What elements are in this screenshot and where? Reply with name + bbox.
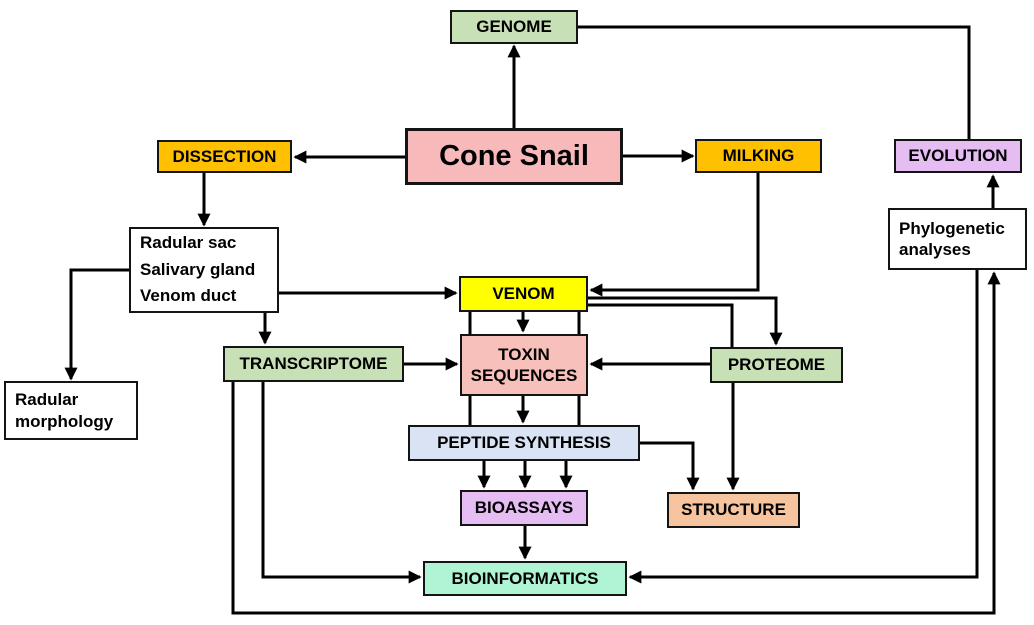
edge-phylogenetic-bioinformatics bbox=[628, 270, 979, 584]
node-phylogenetic-analyses: Phylogenetic analyses bbox=[888, 208, 1027, 270]
node-venom: VENOM bbox=[459, 276, 588, 312]
edge-transcriptome-bioinformatics bbox=[261, 382, 422, 584]
node-structure: STRUCTURE bbox=[667, 492, 800, 528]
node-proteome: PROTEOME bbox=[710, 347, 843, 383]
node-radular-morphology: Radular morphology bbox=[4, 381, 138, 440]
edge-transcriptome-phylogenetic bbox=[231, 271, 1001, 615]
node-milking: MILKING bbox=[695, 139, 822, 173]
edge-venom-proteome bbox=[588, 296, 783, 346]
edge-genome-evolution bbox=[578, 25, 971, 141]
node-cone-snail: Cone Snail bbox=[405, 128, 623, 185]
node-toxin-sequences: TOXIN SEQUENCES bbox=[460, 334, 588, 396]
node-dissected-organs: Radular sac Salivary gland Venom duct bbox=[129, 227, 279, 313]
edge-organs-radular-morphology bbox=[64, 268, 130, 381]
edge-peptide-structure bbox=[640, 441, 700, 491]
edge-venom-proteome-line2 bbox=[588, 303, 734, 348]
node-evolution: EVOLUTION bbox=[894, 139, 1022, 173]
node-transcriptome: TRANSCRIPTOME bbox=[223, 346, 404, 382]
node-bioinformatics: BIOINFORMATICS bbox=[423, 561, 627, 596]
node-bioassays: BIOASSAYS bbox=[460, 490, 588, 526]
edge-milking-venom bbox=[589, 173, 760, 297]
node-genome: GENOME bbox=[450, 10, 578, 44]
node-peptide-synthesis: PEPTIDE SYNTHESIS bbox=[408, 425, 640, 461]
node-dissection: DISSECTION bbox=[157, 140, 292, 173]
